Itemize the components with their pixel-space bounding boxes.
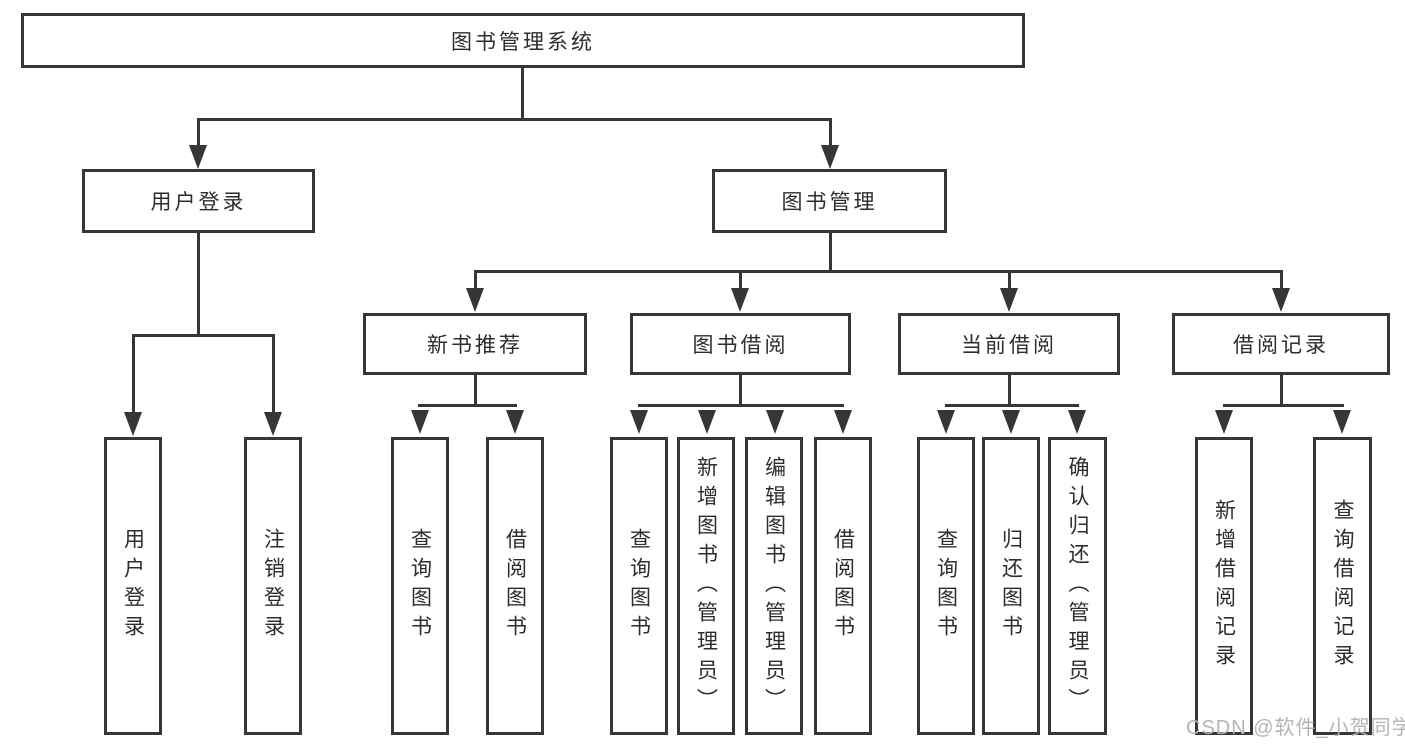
node-borrowing-records-label: 借阅记录 [1233,334,1329,357]
connector-user-login-stem [197,233,200,336]
connector-current-borrow-stem [1008,374,1011,406]
connector-level2-bar [197,118,832,121]
leaf-query-book-newrec-label: 查询图书 [408,528,432,644]
arrowhead-book-management [821,145,839,169]
connector-book-borrow-bar [638,404,844,407]
node-book-management: 图书管理 [712,169,947,233]
leaf-edit-book-admin: 编辑图书（管理员） [745,437,803,735]
connector-current-borrow-bar [945,404,1079,407]
arrowhead-book-borrow [731,288,749,312]
leaf-borrow-book-newrec-label: 借阅图书 [503,528,527,644]
leaf-query-book-current: 查询图书 [917,437,975,735]
leaf-query-book-borrow: 查询图书 [610,437,668,735]
connector-user-login-bar [132,334,275,337]
leaf-add-borrow-record-label: 新增借阅记录 [1212,499,1236,673]
arrowhead-borrow-book [834,410,852,434]
connector-drop-leaf-logout [272,334,275,415]
connector-new-book-stem [474,374,477,406]
leaf-confirm-return-admin: 确认归还（管理员） [1048,437,1107,735]
arrowhead-confirm-return [1068,410,1086,434]
arrowhead-edit-book [766,410,784,434]
node-new-book-recommendation-label: 新书推荐 [427,334,523,357]
leaf-query-book-newrec: 查询图书 [391,437,449,735]
node-book-management-label: 图书管理 [781,191,878,214]
arrowhead-borrow-records [1272,288,1290,312]
connector-drop-leaf-login [132,334,135,415]
arrowhead-query-borrow-record [1333,410,1351,434]
node-user-login: 用户登录 [82,169,315,233]
node-root: 图书管理系统 [21,13,1025,68]
node-book-borrowing: 图书借阅 [630,313,851,375]
connector-level3-bar [474,270,1283,273]
node-new-book-recommendation: 新书推荐 [363,313,587,375]
leaf-add-book-admin: 新增图书（管理员） [677,437,735,735]
leaf-query-borrow-record: 查询借阅记录 [1313,437,1372,735]
connector-book-borrow-stem [739,374,742,406]
arrowhead-leaf-logout [264,412,282,436]
arrowhead-return-book [1002,410,1020,434]
node-root-label: 图书管理系统 [451,30,595,54]
arrowhead-add-book [698,410,716,434]
leaf-user-login: 用户登录 [104,437,162,735]
leaf-user-login-label: 用户登录 [121,528,145,644]
leaf-logout-login-label: 注销登录 [261,528,285,644]
leaf-return-book: 归还图书 [982,437,1040,735]
connector-trunk [521,68,524,120]
leaf-query-borrow-record-label: 查询借阅记录 [1331,499,1354,673]
arrowhead-leaf-login [124,412,142,436]
connector-drop-user-login [197,118,200,148]
leaf-edit-book-admin-label: 编辑图书（管理员） [762,455,786,717]
arrowhead-query-book-newrec [411,410,429,434]
leaf-query-book-borrow-label: 查询图书 [627,528,651,644]
leaf-borrow-book-label: 借阅图书 [831,528,855,644]
connector-drop-book-management [829,118,832,148]
connector-book-management-stem [829,233,832,272]
connector-borrow-records-bar [1223,404,1344,407]
arrowhead-current-borrow [1000,288,1018,312]
leaf-confirm-return-admin-label: 确认归还（管理员） [1066,455,1089,717]
leaf-borrow-book-newrec: 借阅图书 [486,437,544,735]
leaf-return-book-label: 归还图书 [999,528,1023,644]
node-current-borrowing-label: 当前借阅 [961,334,1057,357]
node-book-borrowing-label: 图书借阅 [692,334,789,357]
connector-borrow-records-stem [1280,374,1283,406]
connector-drop-new-book [474,270,477,290]
connector-new-book-bar [418,404,517,407]
leaf-logout-login: 注销登录 [244,437,302,735]
arrowhead-borrow-book-newrec [506,410,524,434]
node-user-login-label: 用户登录 [150,191,247,214]
connector-drop-current-borrow [1008,270,1011,290]
arrowhead-new-book [466,288,484,312]
watermark: CSDN @软件_小贺同学 [1186,717,1405,739]
connector-drop-book-borrow [739,270,742,290]
leaf-add-book-admin-label: 新增图书（管理员） [694,455,718,717]
leaf-query-book-current-label: 查询图书 [934,528,958,644]
arrowhead-query-book-current [937,410,955,434]
node-borrowing-records: 借阅记录 [1172,313,1390,375]
node-current-borrowing: 当前借阅 [898,313,1120,375]
leaf-borrow-book: 借阅图书 [814,437,872,735]
leaf-add-borrow-record: 新增借阅记录 [1195,437,1253,735]
connector-drop-borrow-records [1280,270,1283,290]
arrowhead-add-borrow-record [1215,410,1233,434]
arrowhead-user-login [189,145,207,169]
arrowhead-query-book-borrow [630,410,648,434]
